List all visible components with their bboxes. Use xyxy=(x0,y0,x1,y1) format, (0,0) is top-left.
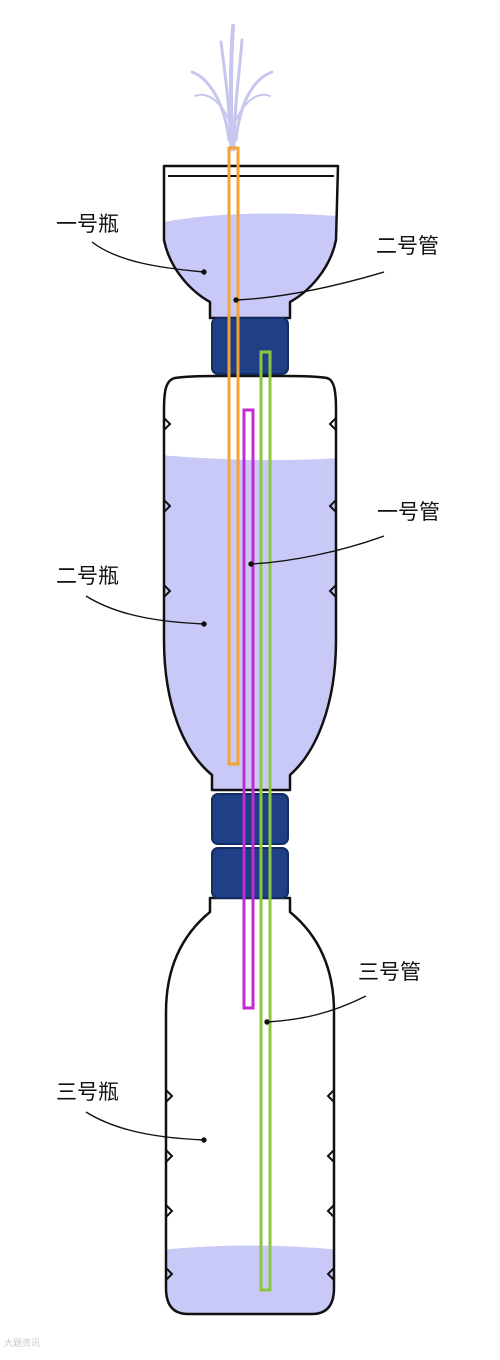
tubes xyxy=(227,146,272,1292)
fountain-jet-right xyxy=(234,70,274,142)
leader-bottle-3 xyxy=(85,1111,205,1141)
bottle-3-ridges xyxy=(165,1089,335,1281)
leader-tube-3 xyxy=(266,995,367,1023)
bottle-3 xyxy=(164,896,336,1316)
bottle-3-water xyxy=(166,1245,334,1314)
fountain-jet-left-low xyxy=(194,93,230,121)
label-tube-1: 一号管 xyxy=(377,500,440,524)
watermark: 大题资讯 xyxy=(4,1339,41,1349)
tube-3 xyxy=(259,350,272,1292)
fountain-jet-right-inner xyxy=(232,38,244,152)
label-bottle-1: 一号瓶 xyxy=(56,212,119,236)
bottle-1-water xyxy=(164,213,338,318)
cap-middle-upper xyxy=(211,793,289,845)
bottle-2 xyxy=(162,374,338,792)
label-tube-2: 二号管 xyxy=(376,234,439,258)
tube-2 xyxy=(227,146,240,766)
bottle-1-outline xyxy=(162,164,340,320)
label-bottle-2: 二号瓶 xyxy=(56,564,119,588)
tube-1 xyxy=(242,408,255,1010)
leader-tube-2 xyxy=(235,271,385,301)
bottle-1 xyxy=(162,164,340,320)
leader-bottle-2 xyxy=(85,595,205,625)
bottle-2-water xyxy=(164,455,336,790)
leader-lines xyxy=(85,241,385,1143)
leader-bottle-1 xyxy=(91,241,205,273)
cap-middle-lower xyxy=(211,847,289,899)
label-bottle-3: 三号瓶 xyxy=(56,1080,119,1104)
fountain-jet-right-low xyxy=(235,93,271,121)
bottle-2-ridges xyxy=(163,417,337,598)
fountain-jet-left xyxy=(190,70,231,142)
fountain-jet-left-inner xyxy=(219,40,233,152)
cap-top xyxy=(211,317,289,375)
bottle-2-outline xyxy=(162,374,338,792)
label-tube-3: 三号管 xyxy=(358,960,421,984)
bottle-3-outline xyxy=(164,896,336,1316)
leader-tube-1 xyxy=(250,535,385,565)
fountain-spray xyxy=(190,24,274,152)
